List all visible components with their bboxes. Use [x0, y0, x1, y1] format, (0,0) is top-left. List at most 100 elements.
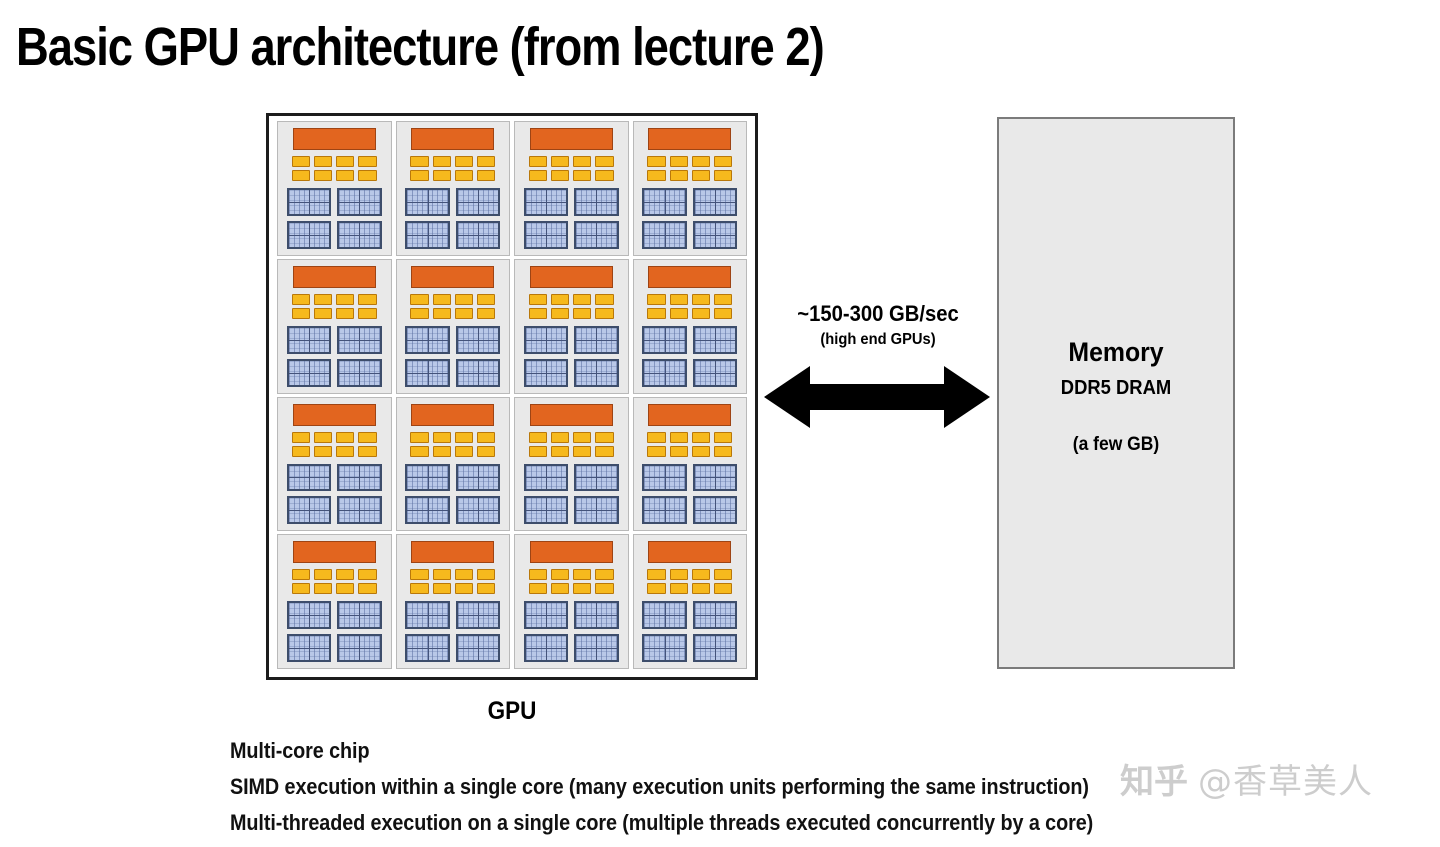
core-alu [410, 156, 429, 167]
core-alu [291, 431, 311, 443]
core-context-storage [642, 634, 687, 662]
gpu-core [514, 534, 629, 669]
core-alu [336, 569, 355, 581]
core-alu [713, 156, 733, 167]
gpu-label: GPU [487, 697, 537, 725]
core-alu [432, 569, 451, 581]
core-alu [410, 445, 429, 457]
core-alu [358, 156, 377, 167]
core-alu [647, 170, 666, 181]
core-context-storage-group [523, 463, 619, 525]
core-alu [691, 170, 710, 181]
core-alu-group [291, 156, 377, 181]
core-alu [528, 569, 548, 581]
gpu-core [632, 534, 747, 669]
core-alu [432, 445, 451, 457]
core-alu [476, 293, 496, 305]
core-alu [691, 307, 710, 319]
core-alu [647, 431, 666, 443]
core-context-storage-group [642, 463, 738, 525]
core-alu [647, 156, 666, 167]
core-context-storage [574, 634, 619, 662]
core-alu [336, 170, 355, 181]
core-alu [669, 293, 688, 305]
core-alu [410, 170, 429, 181]
core-context-storage [337, 601, 382, 630]
core-alu [713, 307, 733, 319]
core-control-unit [529, 265, 613, 288]
core-control-unit [529, 541, 613, 564]
core-alu-group [647, 293, 733, 319]
core-alu-group [528, 569, 614, 595]
core-alu [551, 170, 570, 181]
core-control-unit [292, 541, 376, 564]
core-alu [551, 293, 570, 305]
core-alu [647, 293, 666, 305]
core-context-storage [574, 358, 619, 387]
gpu-core [395, 396, 510, 532]
core-alu [528, 431, 548, 443]
core-context-storage [692, 496, 738, 525]
core-alu [528, 293, 548, 305]
core-alu [669, 431, 688, 443]
bullet-item: Multi-core chip [230, 738, 370, 763]
core-context-storage [337, 496, 382, 525]
core-alu-group [410, 293, 496, 319]
core-context-storage [455, 220, 501, 249]
core-alu [454, 293, 473, 305]
core-alu [669, 445, 688, 457]
core-context-storage [286, 188, 332, 216]
core-alu [573, 293, 592, 305]
core-context-storage [286, 358, 332, 387]
core-alu [336, 445, 355, 457]
bullet-item: SIMD execution within a single core (man… [230, 774, 1089, 799]
core-context-storage [642, 463, 687, 492]
core-alu [432, 583, 451, 595]
core-alu [573, 583, 592, 595]
core-context-storage [405, 188, 450, 216]
core-alu [314, 307, 333, 319]
core-alu [551, 569, 570, 581]
core-alu [336, 156, 355, 167]
core-context-storage-group [286, 325, 382, 387]
core-context-storage [405, 601, 450, 630]
gpu-core [514, 396, 629, 532]
core-alu [410, 569, 429, 581]
memory-title: Memory [1068, 337, 1164, 367]
core-alu [595, 170, 614, 181]
core-alu [291, 170, 311, 181]
core-alu-group [291, 569, 377, 595]
core-context-storage [523, 358, 569, 387]
core-alu [528, 307, 548, 319]
core-alu [573, 307, 592, 319]
core-alu [691, 583, 710, 595]
core-alu [314, 431, 333, 443]
core-alu [291, 307, 311, 319]
core-control-unit [411, 403, 495, 426]
core-context-storage [692, 634, 738, 662]
gpu-core [277, 258, 392, 394]
core-context-storage [286, 220, 332, 249]
core-alu [669, 156, 688, 167]
core-context-storage [455, 188, 501, 216]
core-context-storage [523, 325, 569, 354]
core-alu-group [647, 156, 733, 181]
core-alu [314, 156, 333, 167]
core-context-storage [286, 463, 332, 492]
core-alu [573, 156, 592, 167]
core-alu [410, 431, 429, 443]
core-control-unit [411, 541, 495, 564]
core-context-storage [523, 463, 569, 492]
core-alu [691, 156, 710, 167]
core-alu [454, 569, 473, 581]
bandwidth-note: (high end GPUs) [820, 331, 936, 348]
core-context-storage [642, 601, 687, 630]
core-context-storage-group [405, 463, 501, 525]
core-context-storage [574, 601, 619, 630]
core-context-storage [692, 188, 738, 216]
core-context-storage [692, 325, 738, 354]
core-alu [314, 170, 333, 181]
core-context-storage [642, 325, 687, 354]
core-context-storage [574, 325, 619, 354]
